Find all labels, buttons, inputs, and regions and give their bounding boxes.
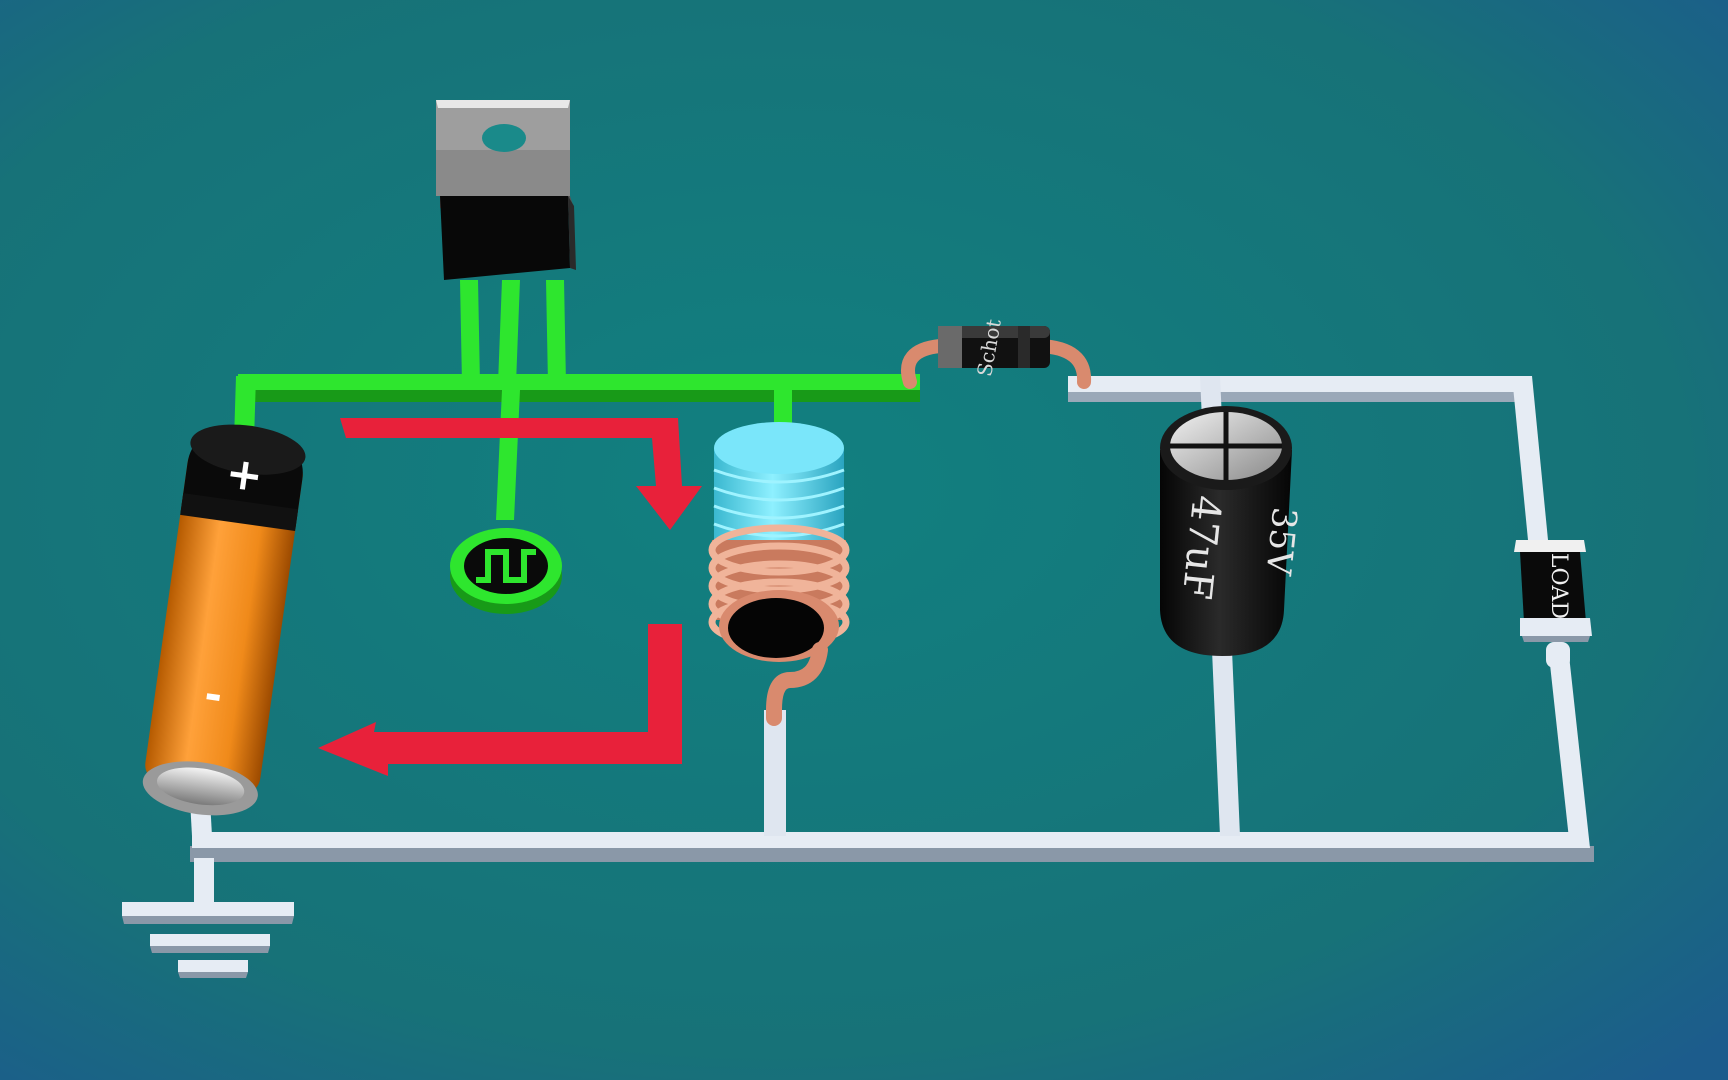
square-wave-icon bbox=[450, 528, 562, 614]
load-resistor: LOAD bbox=[1514, 540, 1592, 668]
capacitor: 47uF 35V bbox=[1160, 406, 1304, 656]
to220-transistor-icon bbox=[436, 100, 576, 384]
switch-node-trace bbox=[234, 374, 920, 520]
capacitor-value-label: 47uF bbox=[1173, 493, 1230, 602]
output-trace bbox=[1068, 376, 1590, 848]
discharge-current-arrow bbox=[318, 624, 682, 776]
load-label: LOAD bbox=[1546, 553, 1571, 619]
inductor-core-rings bbox=[713, 468, 845, 538]
charge-current-arrow bbox=[340, 418, 702, 530]
ground-symbol-icon bbox=[122, 858, 294, 978]
capacitor-voltage-label: 35V bbox=[1257, 505, 1304, 578]
ground-trace bbox=[190, 650, 1594, 862]
schottky-diode: Schot bbox=[938, 317, 1050, 378]
current-flow-arrows bbox=[318, 418, 702, 776]
inductor bbox=[708, 422, 850, 726]
battery: + - bbox=[142, 424, 306, 816]
battery-plus-label: + bbox=[223, 447, 267, 503]
